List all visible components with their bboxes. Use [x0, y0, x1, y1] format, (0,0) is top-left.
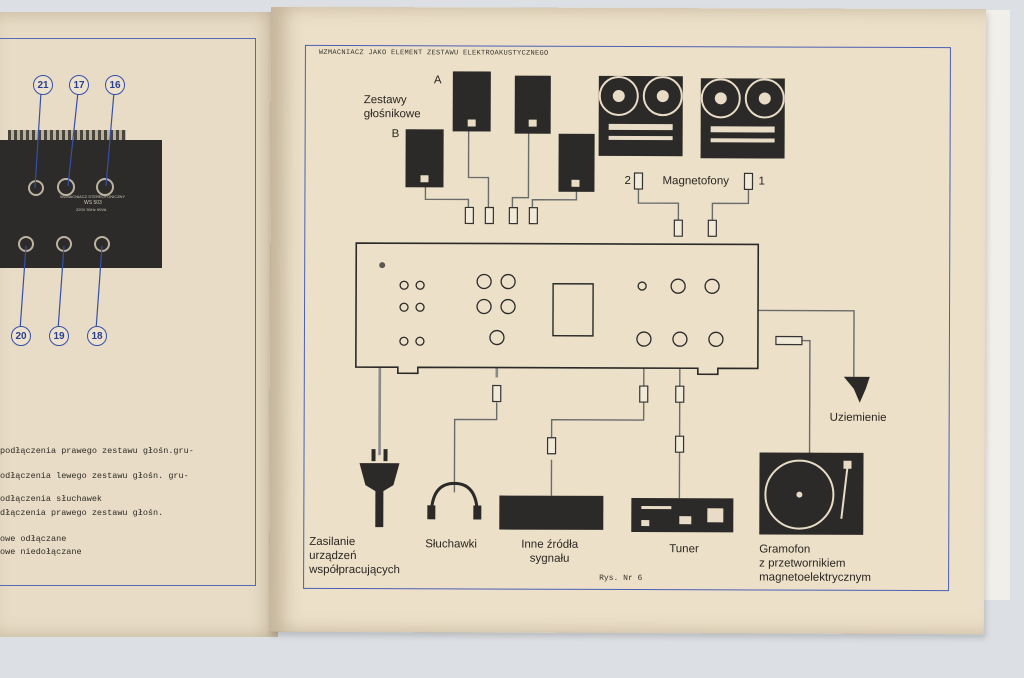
callout-19: 19 — [49, 326, 69, 346]
socket-17 — [57, 178, 75, 196]
list-line-1: podłączenia prawego zestawu głośn.gru- — [0, 446, 194, 456]
turntable-label: Gramofon z przetwornikiem magnetoelektry… — [759, 543, 871, 584]
speaker-row-a-label: A — [433, 74, 442, 87]
rear-panel-vents — [8, 130, 126, 140]
left-page: WZMACNIACZ STEREOFONICZNY WS 503 220V 50… — [0, 12, 278, 637]
list-line-2: odłączenia lewego zestawu głośn. gru- — [0, 471, 189, 481]
callout-16: 16 — [105, 75, 125, 95]
right-page: WZMACNIACZ JAKO ELEMENT ZESTAWU ELEKTROA… — [268, 6, 987, 635]
panel-text-2: WS 503 — [84, 200, 102, 206]
panel-text-1: WZMACNIACZ STEREOFONICZNY — [60, 194, 126, 199]
callout-20: 20 — [11, 326, 31, 346]
panel-text-3: 220V 50Hz 90VA — [76, 207, 107, 212]
speaker-row-b-label: B — [391, 128, 400, 141]
tuner-label: Tuner — [669, 543, 699, 556]
speakers-label: Zestawy głośnikowe — [363, 94, 421, 121]
headphones-label: Słuchawki — [425, 538, 478, 551]
list-line-5: owe odłączane — [0, 534, 67, 544]
amplifier-rear-panel: WZMACNIACZ STEREOFONICZNY WS 503 220V 50… — [0, 130, 162, 268]
list-line-4: dłączenia prawego zestawu głośn. — [0, 508, 164, 518]
list-line-3: odłączenia słuchawek — [0, 494, 103, 504]
callout-leader-lines — [19, 91, 115, 331]
callout-17: 17 — [69, 75, 89, 95]
socket-16 — [96, 178, 114, 196]
ground-label: Uziemienie — [829, 411, 887, 424]
list-line-6: owe niedołączane — [0, 547, 82, 557]
connection-diagram — [355, 71, 870, 535]
left-page-frame — [0, 38, 256, 586]
figure-number: Rys. Nr 6 — [599, 573, 643, 584]
tape-num-1: 1 — [758, 175, 765, 188]
other-sources-label: Inne źródła sygnału — [521, 538, 579, 565]
tape-num-2: 2 — [624, 174, 631, 188]
callout-21: 21 — [33, 75, 53, 95]
power-label: Zasilanie urządzeń współpracujących — [309, 535, 400, 577]
tape-label: Magnetofony — [662, 175, 730, 188]
callout-18: 18 — [87, 326, 107, 346]
